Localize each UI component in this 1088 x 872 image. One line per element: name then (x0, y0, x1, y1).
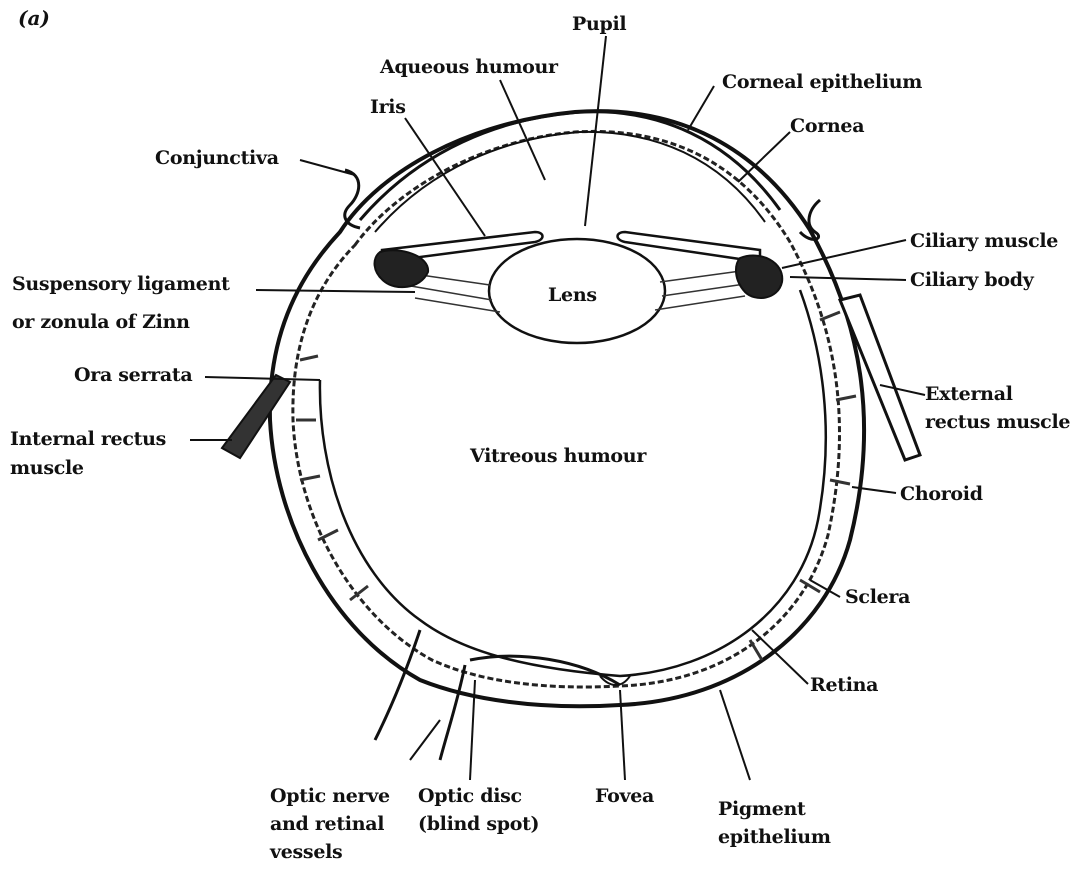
label-and-retinal: and retinal (270, 812, 384, 836)
sclera-outer (270, 111, 864, 706)
label-ciliary-muscle: Ciliary muscle (910, 229, 1058, 253)
label-iris: Iris (370, 95, 406, 119)
label-vitreous-humour: Vitreous humour (470, 444, 646, 468)
label-aqueous-humour: Aqueous humour (380, 55, 558, 79)
optic-disc-region (470, 656, 620, 685)
label-pigment: Pigment (718, 797, 805, 821)
label-external: External (925, 382, 1013, 406)
label-internal-rectus: Internal rectus (10, 427, 166, 451)
cornea-inner (375, 132, 765, 232)
label-choroid: Choroid (900, 482, 983, 506)
label-ciliary-body: Ciliary body (910, 268, 1033, 292)
label-pupil: Pupil (572, 12, 626, 36)
choroid-layer (293, 131, 840, 687)
label-suspensory-ligament: Suspensory ligament (12, 272, 230, 296)
label-corneal-epithelium: Corneal epithelium (722, 70, 922, 94)
cornea (360, 112, 780, 220)
label-ora-serrata: Ora serrata (74, 363, 192, 387)
conjunctiva-fold-left (345, 170, 360, 228)
label-optic-disc: Optic disc (418, 784, 522, 808)
label-vessels: vessels (270, 840, 342, 864)
label-rectus-muscle-right: rectus muscle (925, 410, 1070, 434)
label-epithelium: epithelium (718, 825, 831, 849)
label-retina: Retina (810, 673, 878, 697)
ciliary-body-right (736, 255, 782, 297)
label-muscle-left: muscle (10, 456, 84, 480)
internal-rectus-muscle (222, 375, 290, 458)
label-blind-spot: (blind spot) (418, 812, 539, 836)
label-cornea: Cornea (790, 114, 864, 138)
panel-label: (a) (18, 6, 50, 30)
label-zonula-of-zinn: or zonula of Zinn (12, 310, 190, 334)
retina-layer (320, 290, 826, 676)
label-sclera: Sclera (845, 585, 910, 609)
label-fovea: Fovea (595, 784, 654, 808)
label-lens: Lens (548, 283, 597, 307)
label-optic-nerve: Optic nerve (270, 784, 390, 808)
external-rectus-muscle (840, 295, 920, 460)
label-conjunctiva: Conjunctiva (155, 146, 279, 170)
optic-nerve (375, 630, 465, 760)
